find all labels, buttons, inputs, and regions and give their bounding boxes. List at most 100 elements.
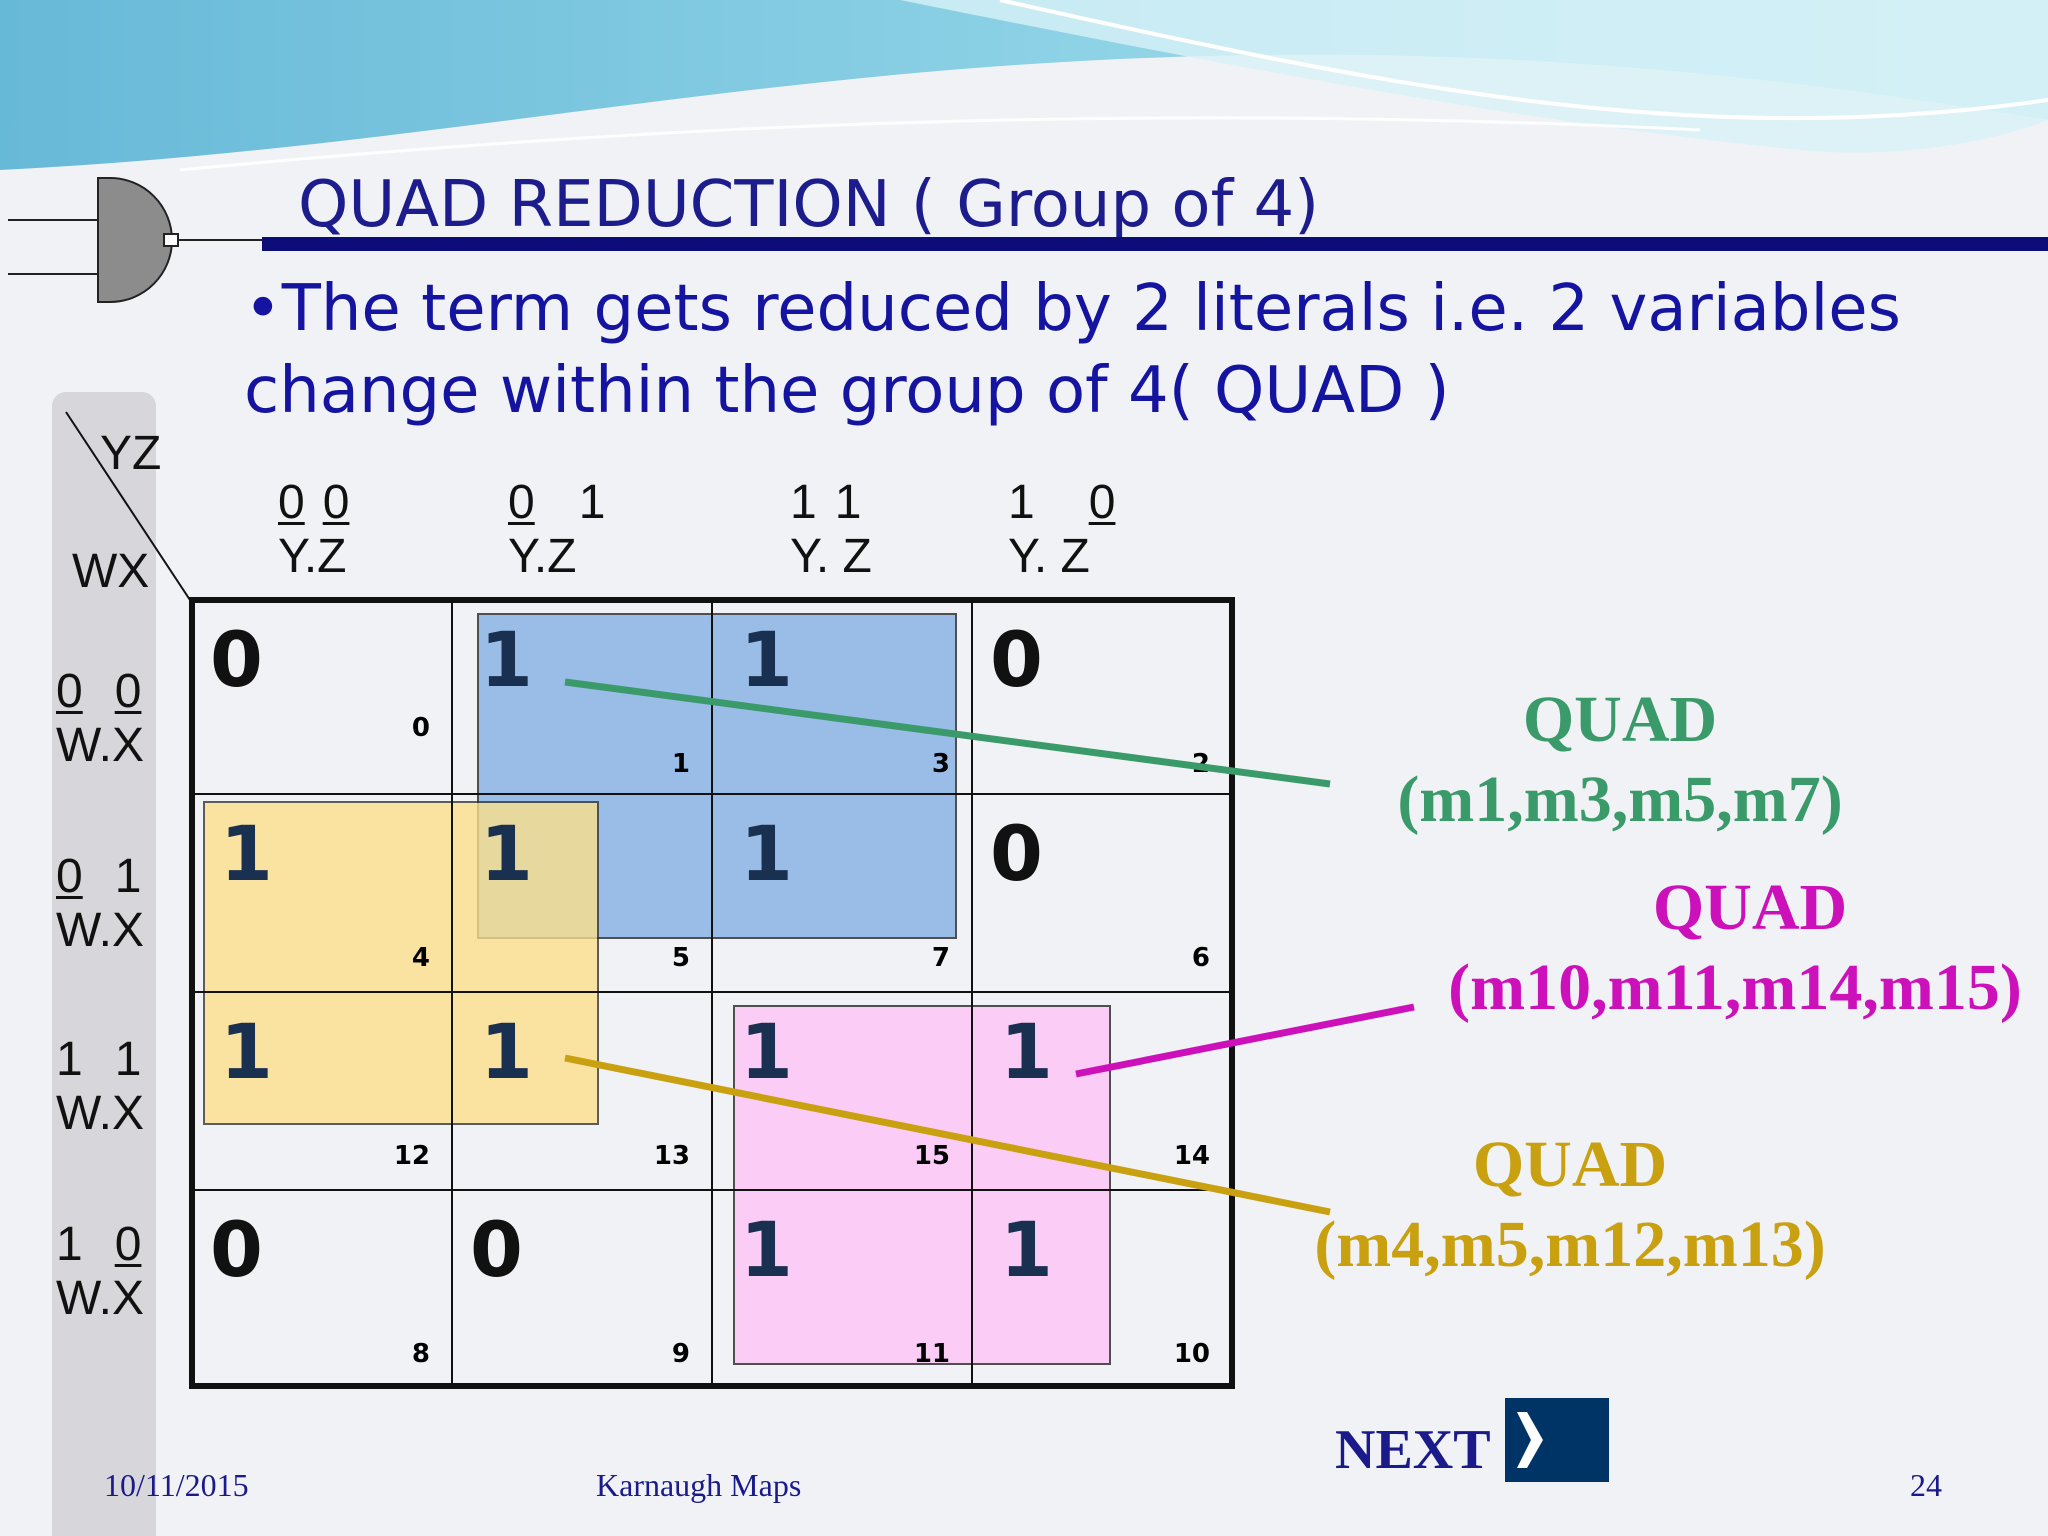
group-1-title: QUAD (1522, 683, 1718, 756)
row-bit: 1 (56, 1033, 83, 1086)
row-bit: 0 (56, 665, 83, 718)
minterm-number-r2c2: 15 (914, 1141, 950, 1171)
minterm-number-r1c3: 6 (1192, 943, 1210, 973)
corner-label-wx: WX (72, 545, 150, 598)
col-bit: 1 (1008, 476, 1035, 529)
row-bit: 1 (56, 1218, 83, 1271)
cell-value-r3c1: 0 (470, 1205, 523, 1294)
col-header-expr-3: Y. Z (1008, 530, 1090, 583)
cell-value-r2c1: 1 (480, 1007, 533, 1096)
cell-value-r3c3: 1 (1000, 1205, 1053, 1294)
row-header-expr-1: W.X (56, 904, 145, 957)
bullet-line-1: •The term gets reduced by 2 literals i.e… (244, 272, 1901, 346)
cell-value-r3c2: 1 (740, 1205, 793, 1294)
cell-value-r2c2: 1 (740, 1007, 793, 1096)
next-button-label[interactable]: NEXT (1335, 1419, 1491, 1481)
row-bit: 0 (114, 1218, 142, 1271)
minterm-number-r2c0: 12 (394, 1141, 430, 1171)
minterm-number-r0c2: 3 (932, 749, 950, 779)
row-label-sidebar (52, 392, 156, 1536)
cell-value-r0c1: 1 (480, 615, 533, 704)
cell-value-r2c0: 1 (220, 1007, 273, 1096)
corner-diagonal (65, 411, 191, 601)
bullet-line-2: change within the group of 4( QUAD ) (244, 354, 1450, 428)
slide-title: QUAD REDUCTION ( Group of 4) (298, 168, 1320, 242)
group-3-highlight (203, 801, 599, 1125)
minterm-number-r1c2: 7 (932, 943, 950, 973)
row-bit: 0 (114, 665, 142, 718)
group-1-label: QUAD (m1,m3,m5,m7) (1380, 680, 1860, 840)
row-bit: 1 (114, 850, 142, 903)
corner-label-yz: YZ (100, 427, 162, 480)
cell-value-r0c3: 0 (990, 615, 1043, 704)
cell-value-r1c3: 0 (990, 809, 1043, 898)
footer-date: 10/11/2015 (104, 1467, 249, 1503)
cell-value-r1c0: 1 (220, 809, 273, 898)
col-bit: 1 (790, 476, 817, 529)
minterm-number-r2c3: 14 (1174, 1141, 1210, 1171)
minterm-number-r0c0: 0 (412, 713, 430, 743)
minterm-number-r2c1: 13 (654, 1141, 690, 1171)
col-bit: 1 (578, 476, 606, 529)
row-bit: 1 (114, 1033, 142, 1086)
group-1-connector (564, 678, 1331, 788)
group-2-terms: (m10,m11,m14,m15) (1448, 951, 2022, 1024)
group-1-terms: (m1,m3,m5,m7) (1397, 763, 1843, 836)
col-bit: 0 (278, 476, 305, 529)
minterm-number-r1c1: 5 (672, 943, 690, 973)
col-header-expr-2: Y. Z (790, 530, 872, 583)
cell-value-r3c0: 0 (210, 1205, 263, 1294)
row-header-expr-3: W.X (56, 1272, 145, 1325)
minterm-number-r1c0: 4 (412, 943, 430, 973)
and-gate-icon (8, 177, 262, 303)
footer-page-number: 24 (1910, 1467, 1942, 1503)
group-2-title: QUAD (1652, 871, 1848, 944)
group-2-label: QUAD (m10,m11,m14,m15) (1425, 868, 2045, 1028)
next-arrow-icon[interactable] (1505, 1398, 1609, 1482)
col-bit: 1 (834, 476, 862, 529)
col-bit: 0 (322, 476, 350, 529)
group-2-highlight (733, 1005, 1111, 1365)
cell-value-r2c3: 1 (1000, 1007, 1053, 1096)
bullet-text: •The term gets reduced by 2 literals i.e… (244, 268, 2044, 432)
title-underline-bar (262, 237, 2048, 251)
group-3-terms: (m4,m5,m12,m13) (1314, 1208, 1826, 1281)
col-header-expr-1: Y.Z (508, 530, 577, 583)
row-header-expr-2: W.X (56, 1087, 145, 1140)
cell-value-r0c0: 0 (210, 615, 263, 704)
group-3-connector (564, 1054, 1331, 1216)
kmap-border (189, 597, 1235, 1389)
group-3-title: QUAD (1472, 1128, 1668, 1201)
row-bit: 0 (56, 850, 83, 903)
minterm-number-r0c1: 1 (672, 749, 690, 779)
minterm-number-r3c3: 10 (1174, 1339, 1210, 1369)
cell-value-r0c2: 1 (740, 615, 793, 704)
footer-title: Karnaugh Maps (596, 1467, 802, 1503)
cell-value-r1c2: 1 (740, 809, 793, 898)
minterm-number-r3c2: 11 (914, 1339, 950, 1369)
group-2-connector (1075, 1003, 1415, 1078)
col-bit: 0 (508, 476, 535, 529)
minterm-number-r3c0: 8 (412, 1339, 430, 1369)
row-header-expr-0: W.X (56, 719, 145, 772)
col-bit: 0 (1088, 476, 1116, 529)
group-3-label: QUAD (m4,m5,m12,m13) (1290, 1125, 1850, 1285)
col-header-expr-0: Y.Z (278, 530, 347, 583)
header-wave-banner (0, 0, 2048, 190)
